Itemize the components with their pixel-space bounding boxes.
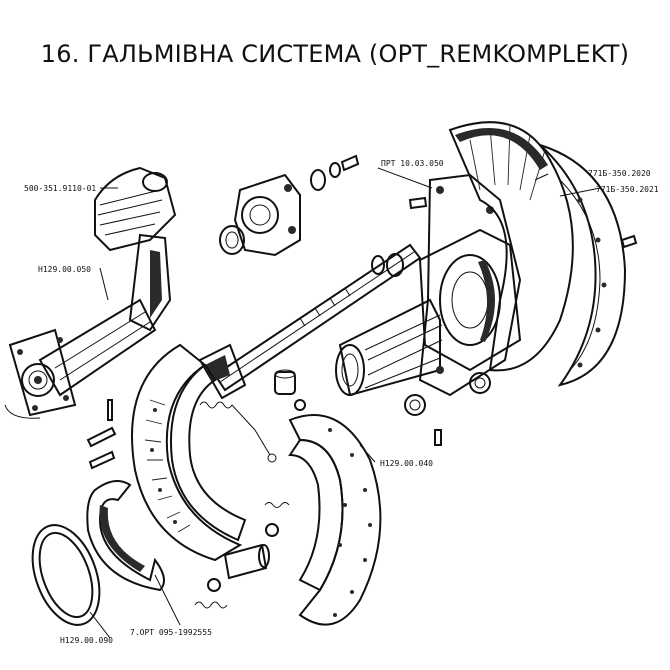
dust-shield-front (539, 144, 638, 387)
brake-cam-assembly (219, 154, 360, 257)
bolts-left (86, 399, 117, 470)
leader-lines (89, 167, 601, 639)
return-spring-lower (194, 601, 228, 609)
bushing (274, 369, 296, 395)
brake-lining-segment (86, 480, 165, 592)
label-prt: ПРТ 10.03.050 (381, 159, 444, 168)
return-spring-upper (199, 401, 277, 463)
axle-tube (4, 298, 157, 419)
label-ring: H129.00.090 (60, 636, 113, 645)
label-bracket: 500-351.9110-01 (24, 184, 96, 193)
camshaft (198, 243, 422, 400)
dust-shield-rear (448, 121, 574, 372)
brake-shoe-right (288, 414, 382, 626)
brake-chamber-bracket (94, 166, 177, 332)
anchor-plate (408, 173, 522, 397)
page-title: 16. ГАЛЬМІВНА СИСТЕМА (OPT_REMKOMPLEKT) (40, 40, 630, 68)
label-tube: H129.00.050 (38, 265, 91, 274)
shoe-pin (223, 543, 270, 580)
label-lining: 7.OPT 095-1992555 (130, 628, 212, 637)
brake-shoe-left (131, 343, 247, 562)
label-shield-1: 771Б-350.2020 (588, 169, 651, 178)
spring-small (264, 502, 290, 508)
seal-ring (31, 524, 101, 626)
axle-spindle (335, 228, 522, 397)
label-shoe: H129.00.040 (380, 459, 433, 468)
washers (207, 372, 491, 592)
label-shield-2: 771Б-350.2021 (596, 185, 659, 194)
